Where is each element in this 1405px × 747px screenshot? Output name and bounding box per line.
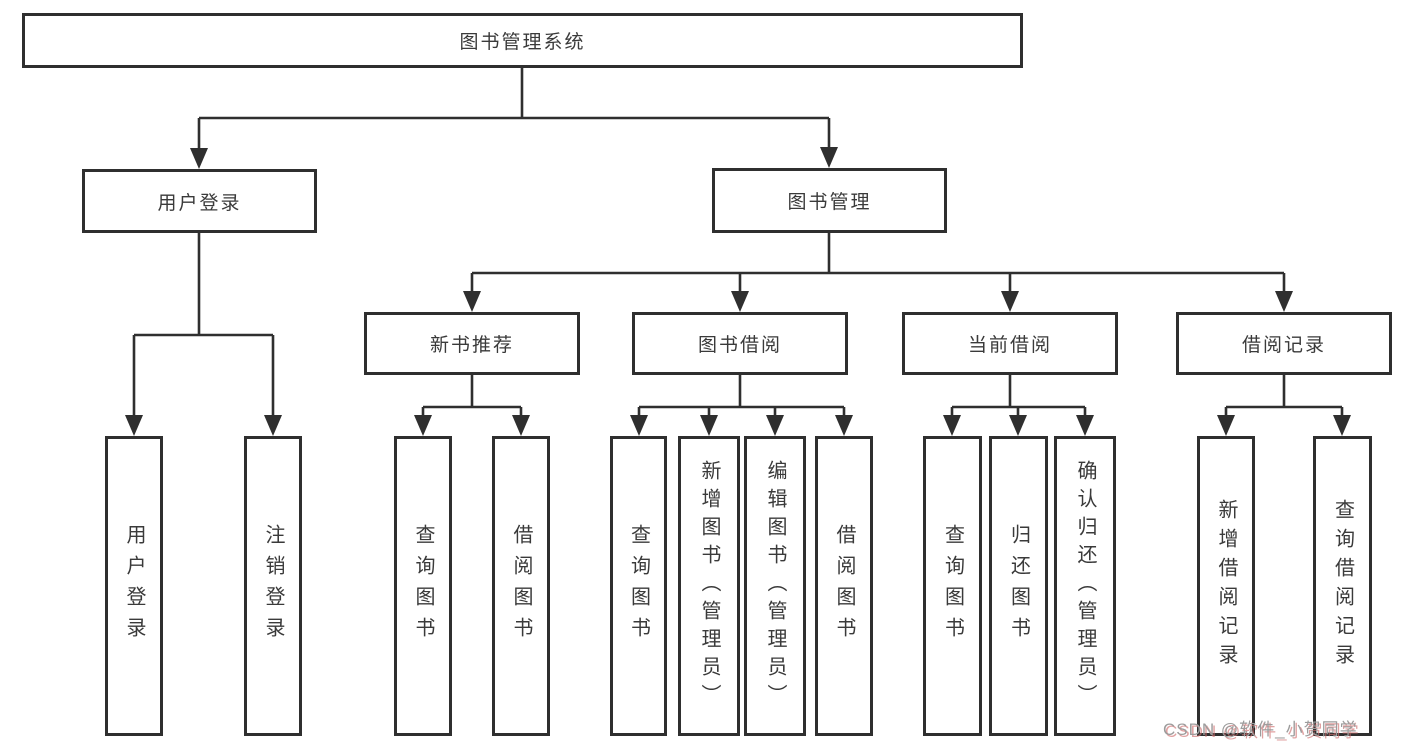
leaf-confirm-return-admin: 确认归还（管理员） — [1054, 436, 1116, 736]
leaf-newbook-borrow-book: 借阅图书 — [492, 436, 550, 736]
leaf-logout-label: 注销登录 — [262, 524, 284, 648]
node-book-borrow: 图书借阅 — [632, 312, 848, 375]
node-user-login-label: 用户登录 — [157, 192, 242, 214]
node-book-management-label: 图书管理 — [787, 192, 872, 213]
node-current-borrow-label: 当前借阅 — [967, 335, 1052, 356]
watermark: CSDN @软件_小贺同学 — [1163, 720, 1358, 739]
node-new-book-recommend: 新书推荐 — [364, 312, 580, 375]
leaf-add-borrow-record-label: 新增借阅记录 — [1215, 499, 1237, 673]
leaf-user-login-label: 用户登录 — [123, 524, 145, 648]
leaf-add-book-admin-label: 新增图书（管理员） — [698, 460, 720, 712]
leaf-confirm-return-admin-label: 确认归还（管理员） — [1074, 460, 1096, 712]
node-book-borrow-label: 图书借阅 — [697, 335, 782, 356]
node-book-management: 图书管理 — [712, 168, 947, 233]
node-root-label: 图书管理系统 — [459, 32, 586, 53]
leaf-newbook-query-book-label: 查询图书 — [412, 524, 434, 648]
leaf-borrow-query-book: 查询图书 — [610, 436, 667, 736]
leaf-user-login: 用户登录 — [105, 436, 163, 736]
leaf-edit-book-admin-label: 编辑图书（管理员） — [764, 460, 786, 712]
leaf-current-query-book: 查询图书 — [923, 436, 982, 736]
leaf-return-book: 归还图书 — [989, 436, 1048, 736]
leaf-query-borrow-record-label: 查询借阅记录 — [1331, 499, 1354, 673]
leaf-newbook-borrow-book-label: 借阅图书 — [510, 524, 532, 648]
node-current-borrow: 当前借阅 — [902, 312, 1118, 375]
leaf-edit-book-admin: 编辑图书（管理员） — [744, 436, 806, 736]
leaf-current-query-book-label: 查询图书 — [941, 524, 964, 648]
node-borrow-record: 借阅记录 — [1176, 312, 1392, 375]
node-borrow-record-label: 借阅记录 — [1241, 335, 1326, 356]
leaf-newbook-query-book: 查询图书 — [394, 436, 452, 736]
leaf-query-borrow-record: 查询借阅记录 — [1313, 436, 1372, 736]
node-user-login: 用户登录 — [82, 169, 317, 233]
leaf-logout: 注销登录 — [244, 436, 302, 736]
leaf-return-book-label: 归还图书 — [1007, 524, 1030, 648]
leaf-borrow-query-book-label: 查询图书 — [627, 524, 650, 648]
leaf-add-book-admin: 新增图书（管理员） — [678, 436, 740, 736]
leaf-borrow-borrow-book: 借阅图书 — [815, 436, 873, 736]
node-root: 图书管理系统 — [22, 13, 1023, 68]
node-new-book-recommend-label: 新书推荐 — [429, 335, 514, 356]
leaf-borrow-borrow-book-label: 借阅图书 — [833, 524, 855, 648]
leaf-add-borrow-record: 新增借阅记录 — [1197, 436, 1255, 736]
